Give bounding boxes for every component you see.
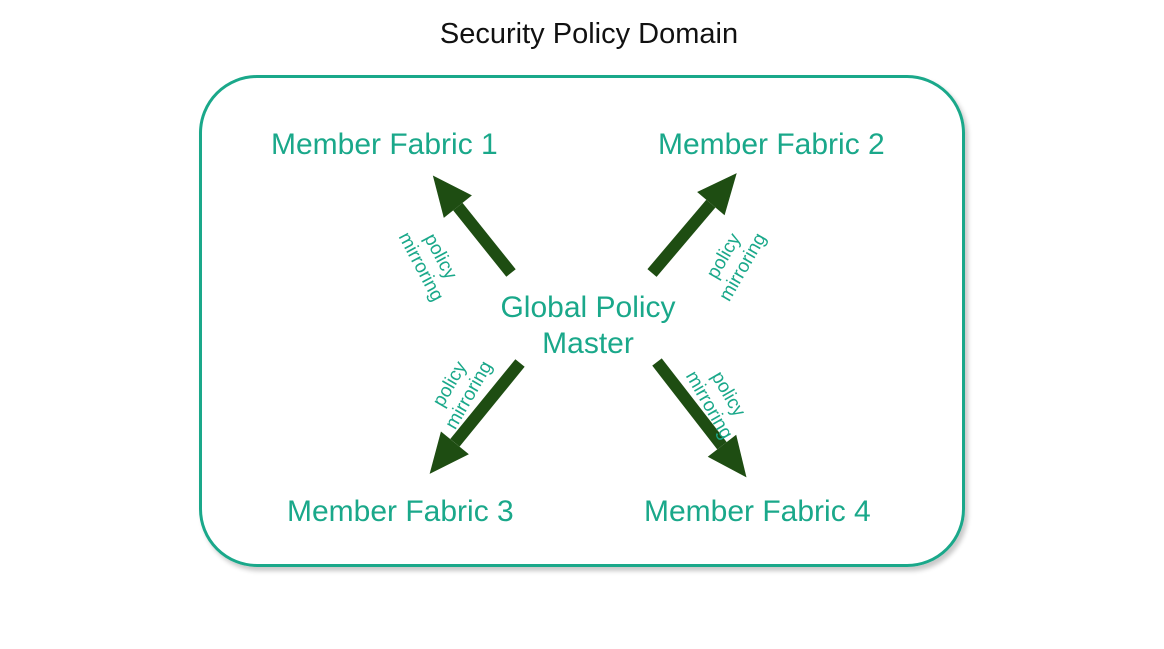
security-policy-domain-box: [199, 75, 965, 567]
arrow-to-fabric-2: [647, 173, 737, 277]
master-line-1: Global Policy: [500, 291, 676, 324]
member-fabric-4: Member Fabric 4: [644, 495, 871, 528]
global-policy-master: Global Policy Master: [488, 290, 688, 362]
arrow-to-fabric-3: [429, 359, 525, 474]
member-fabric-3: Member Fabric 3: [287, 495, 514, 528]
arrow-to-fabric-1: [432, 175, 516, 277]
arrow-to-fabric-4: [652, 358, 747, 478]
master-line-2: Master: [542, 327, 634, 360]
member-fabric-2: Member Fabric 2: [658, 128, 885, 161]
member-fabric-1: Member Fabric 1: [271, 128, 498, 161]
diagram-title: Security Policy Domain: [439, 18, 739, 50]
